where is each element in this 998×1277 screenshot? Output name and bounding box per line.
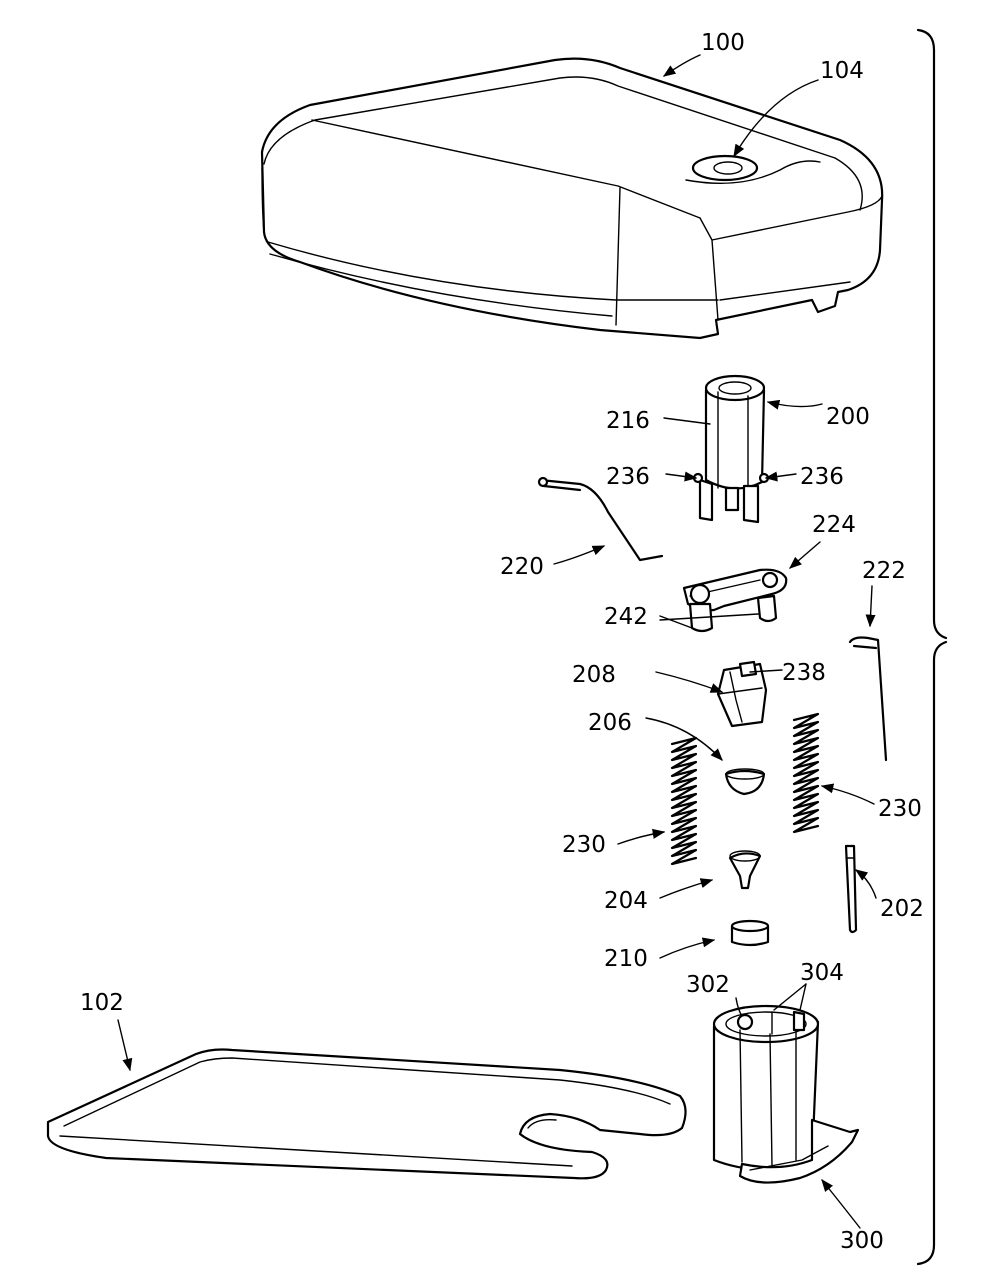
label-300: 300	[840, 1228, 884, 1254]
base-gasket	[48, 1050, 686, 1179]
right-bracket-upper	[918, 30, 946, 638]
label-230-left: 230	[562, 832, 606, 858]
label-208: 208	[572, 662, 616, 688]
label-304: 304	[800, 960, 844, 986]
hook-pin	[850, 638, 886, 761]
label-236-right: 236	[800, 464, 844, 490]
cover-opening	[693, 156, 757, 180]
label-236-left: 236	[606, 464, 650, 490]
label-222: 222	[862, 558, 906, 584]
label-206: 206	[588, 710, 632, 736]
rod-pin	[846, 846, 856, 932]
label-242: 242	[604, 604, 648, 630]
label-238: 238	[782, 660, 826, 686]
right-bracket-lower	[918, 642, 946, 1264]
housing-cover	[262, 59, 882, 338]
lever-arm	[684, 570, 786, 631]
label-302: 302	[686, 972, 730, 998]
label-210: 210	[604, 946, 648, 972]
cap-seal	[726, 769, 764, 794]
label-200: 200	[826, 404, 870, 430]
valve-assembly	[694, 376, 768, 522]
coil-spring-right	[794, 714, 818, 832]
label-224: 224	[812, 512, 856, 538]
label-204: 204	[604, 888, 648, 914]
ring-seal	[732, 921, 768, 945]
label-220: 220	[500, 554, 544, 580]
base-cylinder	[714, 1006, 858, 1183]
label-102: 102	[80, 990, 124, 1016]
label-202: 202	[880, 896, 924, 922]
poppet-valve	[730, 851, 760, 888]
label-104: 104	[820, 58, 864, 84]
label-216: 216	[606, 408, 650, 434]
coil-spring-left	[672, 738, 696, 864]
inner-channel	[738, 1015, 752, 1029]
label-230-right: 230	[878, 796, 922, 822]
label-100: 100	[701, 30, 745, 56]
